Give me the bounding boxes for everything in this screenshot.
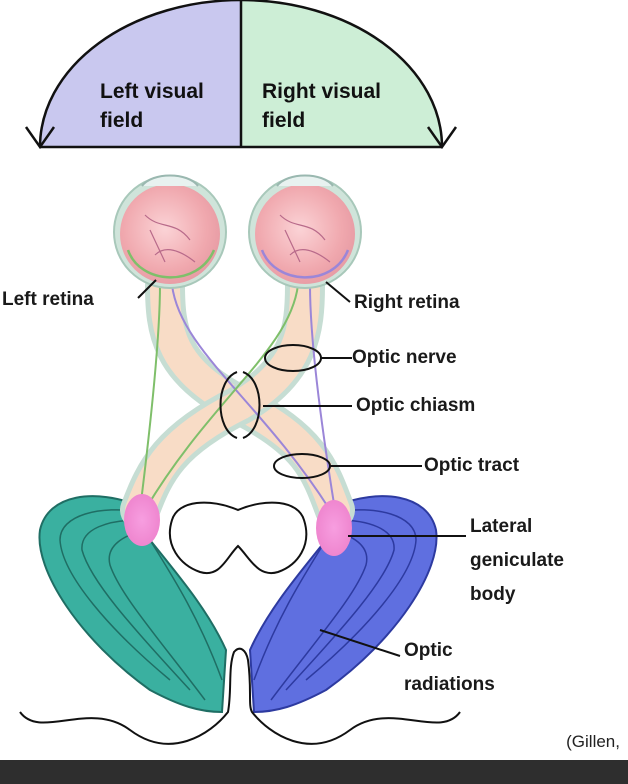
left-optic-radiation <box>38 495 228 714</box>
left-eye <box>113 174 227 289</box>
left-field-arrowhead <box>24 126 56 150</box>
right-retina-label: Right retina <box>354 292 460 313</box>
right-visual-field-label: Right visual field <box>262 80 382 132</box>
optic-chiasm-label: Optic chiasm <box>356 395 476 416</box>
optic-radiations-pointer <box>319 629 401 657</box>
left-lateral-geniculate-body <box>124 494 160 546</box>
lateral-geniculate-body-label: Lateral geniculate body <box>470 516 564 605</box>
optic-radiations-label: Optic radiations <box>404 640 495 695</box>
right-visual-field-area <box>241 0 442 147</box>
bottom-bar <box>0 760 628 784</box>
occipital-cortex-outline <box>19 647 461 745</box>
visual-field-dome <box>24 0 458 150</box>
right-optic-radiation <box>248 495 438 714</box>
right-field-arrowhead <box>426 126 458 150</box>
visual-field-outline <box>38 0 444 148</box>
optic-chiasm-marker <box>219 371 352 439</box>
optic-nerve-marker <box>264 344 352 372</box>
right-retina-pointer <box>325 281 351 303</box>
right-eye <box>248 174 362 289</box>
optic-pathway <box>120 265 355 530</box>
optic-tract-marker <box>273 453 422 479</box>
right-lateral-geniculate-body <box>316 500 352 556</box>
left-visual-field-label: Left visual field <box>100 80 204 132</box>
left-visual-field-area <box>40 0 241 147</box>
source-credit: (Gillen, <box>566 732 620 751</box>
optic-nerve-label: Optic nerve <box>352 347 457 368</box>
midbrain-outline <box>169 501 308 575</box>
left-retina-label: Left retina <box>2 289 94 310</box>
optic-tract-label: Optic tract <box>424 455 520 476</box>
left-retina-pointer <box>137 279 157 299</box>
